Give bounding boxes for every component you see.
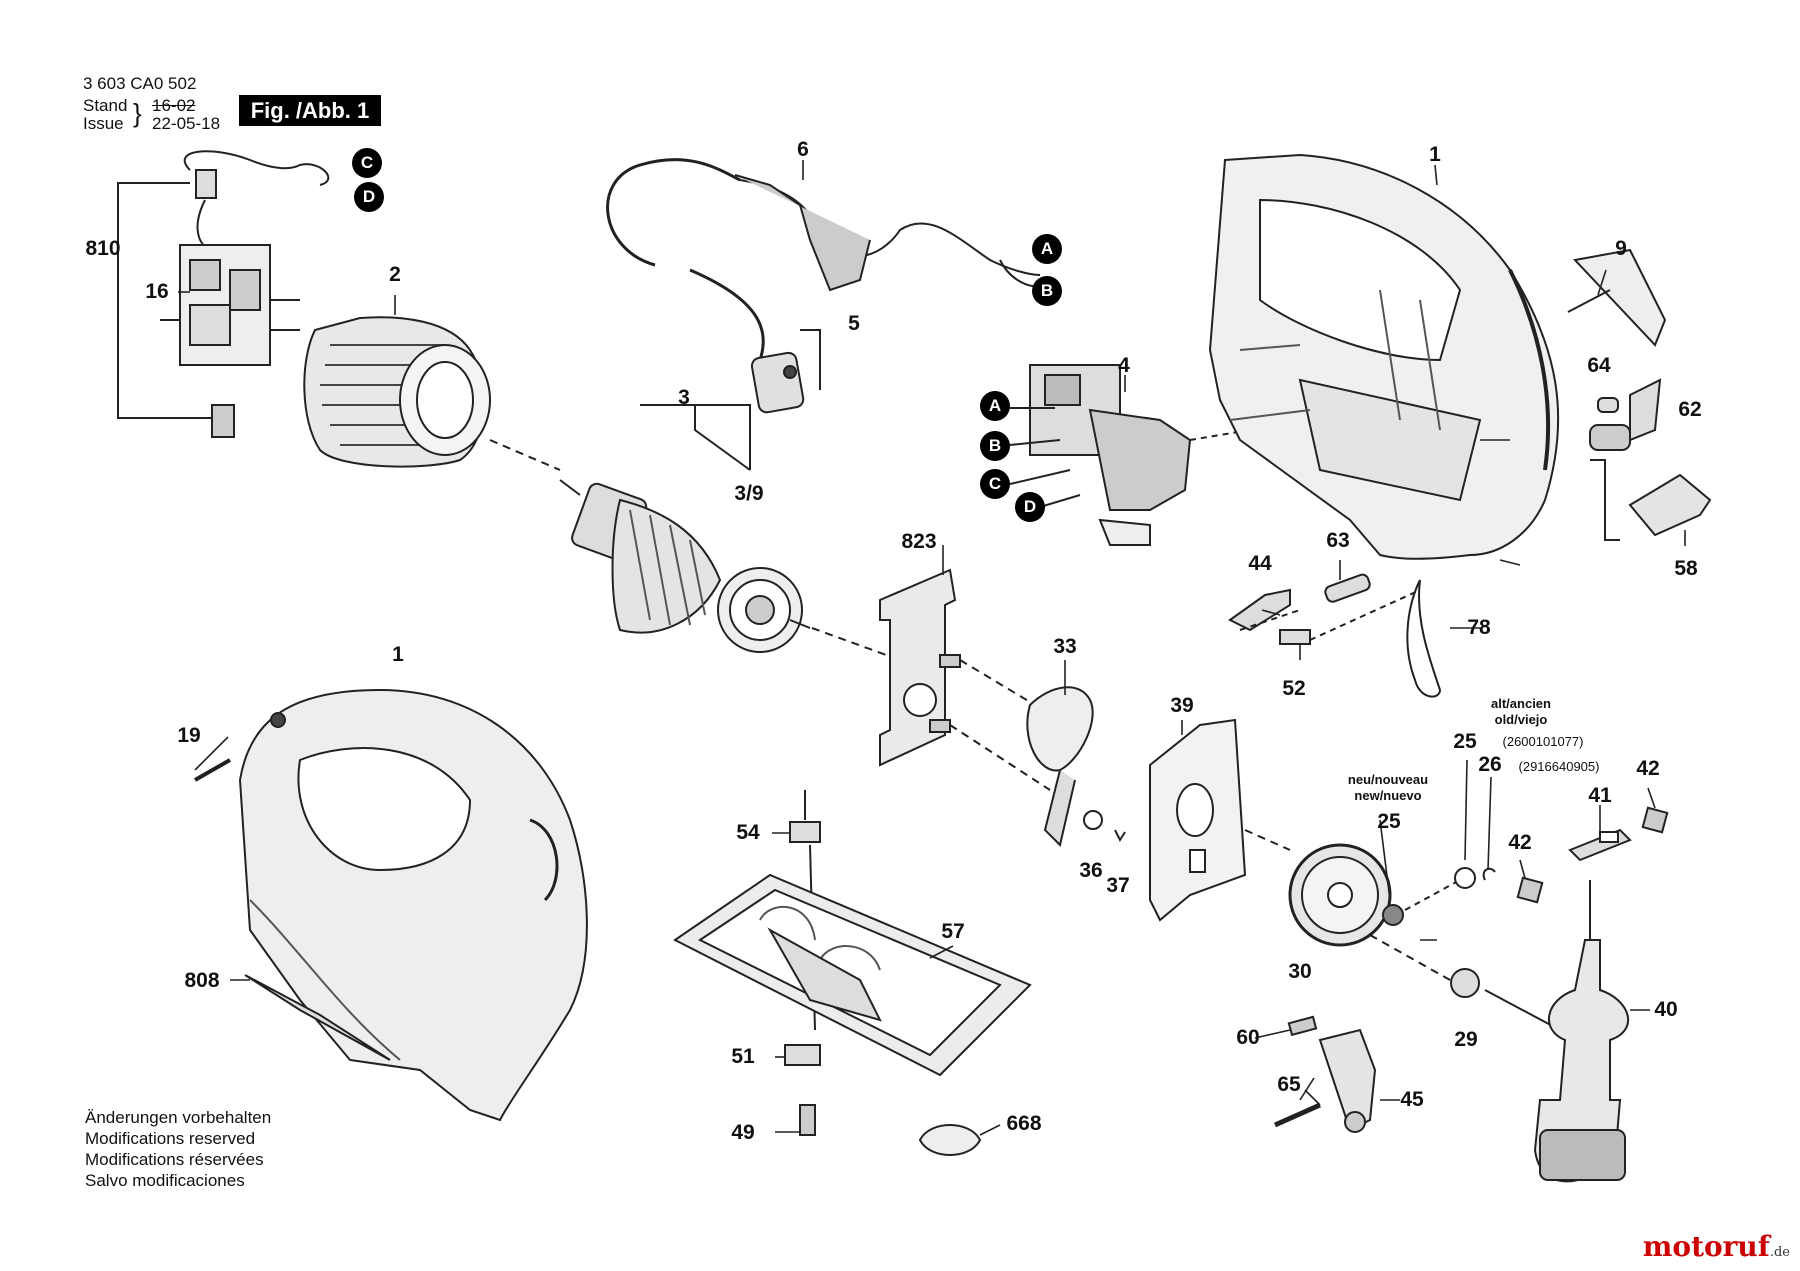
brand-suffix: .de [1769, 1245, 1790, 1260]
part-label-26: 26 [1478, 753, 1502, 776]
part-label-42-right: 42 [1636, 757, 1660, 780]
gear-assembly [1288, 843, 1561, 1031]
part-label-51: 51 [731, 1045, 755, 1068]
part-label-5: 5 [848, 312, 860, 335]
part-label-62: 62 [1678, 398, 1702, 421]
part-label-3-9: 3/9 [734, 482, 764, 505]
part-label-16: 16 [145, 280, 169, 303]
new-version-label: neu/nouveau new/nuevo [1347, 772, 1429, 803]
issue-date: 22-05-18 [152, 114, 221, 133]
power-cable [606, 158, 1046, 414]
brand-watermark: motoruf.de [1643, 1230, 1790, 1263]
modification-notes: Änderungen vorbehalten Modifications res… [85, 1107, 271, 1191]
brace: } [133, 98, 142, 128]
note-line: Änderungen vorbehalten [85, 1108, 272, 1127]
part-label-42-left: 42 [1508, 831, 1532, 854]
leader-lines [178, 160, 1686, 1136]
part-label-64: 64 [1587, 354, 1611, 377]
old-version-label: alt/ancien old/viejo [1491, 696, 1551, 727]
part-label-19: 19 [177, 724, 201, 747]
connector-a-cable: A [1032, 234, 1062, 264]
stand-old: 16-02 [152, 96, 196, 115]
base-plate-group [673, 790, 1032, 1156]
part-label-54: 54 [736, 821, 760, 844]
part-label-2: 2 [389, 263, 401, 286]
note-line: Modifications réservées [85, 1150, 264, 1169]
housing-half [1208, 153, 1560, 560]
part-label-1-bottom: 1 [392, 643, 404, 666]
note-line: Modifications reserved [85, 1129, 256, 1148]
lever-group [1589, 378, 1712, 541]
armature [559, 404, 901, 661]
part-label-78: 78 [1467, 616, 1491, 639]
mounting-plate [879, 568, 1051, 791]
part-label-44: 44 [1248, 552, 1272, 575]
part-label-1-top: 1 [1429, 143, 1441, 166]
part-label-6: 6 [797, 138, 809, 161]
lever-spring [1026, 686, 1126, 847]
plunger-rod-assembly [1516, 806, 1669, 1183]
part-label-60: 60 [1236, 1026, 1260, 1049]
old-part-25-number: (2600101077) [1502, 734, 1584, 749]
part-label-4: 4 [1118, 354, 1130, 377]
connector-b-cable: B [1032, 276, 1062, 306]
part-label-808: 808 [184, 969, 220, 992]
part-label-58: 58 [1674, 557, 1698, 580]
part-label-25-old: 25 [1453, 730, 1477, 753]
connector-d-switch: D [1015, 492, 1045, 522]
connector-a-switch: A [980, 391, 1010, 421]
part-label-823: 823 [901, 530, 937, 553]
stand-label: Stand [83, 96, 128, 115]
part-label-25-new: 25 [1377, 810, 1401, 833]
part-label-49: 49 [731, 1121, 755, 1144]
brand-name: motoruf [1642, 1230, 1770, 1263]
part-label-810: 810 [85, 237, 121, 260]
note-line: Salvo modificaciones [85, 1171, 245, 1190]
drawing-code: 3 603 CA0 502 [83, 74, 197, 93]
part-label-39: 39 [1170, 694, 1194, 717]
part-label-30: 30 [1288, 960, 1312, 983]
part-label-41: 41 [1588, 784, 1612, 807]
part-label-9: 9 [1615, 237, 1627, 260]
switch-module [1009, 364, 1251, 546]
part-label-63: 63 [1326, 529, 1350, 552]
part-label-29: 29 [1454, 1028, 1478, 1051]
figure-label: Fig. /Abb. 1 [239, 95, 381, 126]
issue-label: Issue [83, 114, 124, 133]
roller-lever [1273, 1015, 1377, 1133]
connector-c-switch: C [980, 469, 1010, 499]
brush-holder-assembly [117, 150, 330, 438]
part-label-36: 36 [1079, 859, 1103, 882]
connector-c-top: C [352, 148, 382, 178]
part-label-57: 57 [941, 920, 965, 943]
part-label-668: 668 [1006, 1112, 1042, 1135]
part-label-37: 37 [1106, 874, 1130, 897]
part-label-45: 45 [1400, 1088, 1424, 1111]
field-coil-stator [303, 316, 561, 471]
blade-guard-piece [1567, 248, 1667, 347]
part-label-65: 65 [1277, 1073, 1301, 1096]
part-label-33: 33 [1053, 635, 1077, 658]
small-parts-upper [1228, 573, 1442, 698]
housing-assembled [194, 688, 588, 1122]
part-label-52: 52 [1282, 677, 1306, 700]
connector-d-top: D [354, 182, 384, 212]
guide-plate [1149, 718, 1291, 922]
connector-b-switch: B [980, 431, 1010, 461]
old-part-26-number: (2916640905) [1518, 759, 1600, 774]
part-label-3: 3 [678, 386, 690, 409]
part-label-40: 40 [1654, 998, 1678, 1021]
